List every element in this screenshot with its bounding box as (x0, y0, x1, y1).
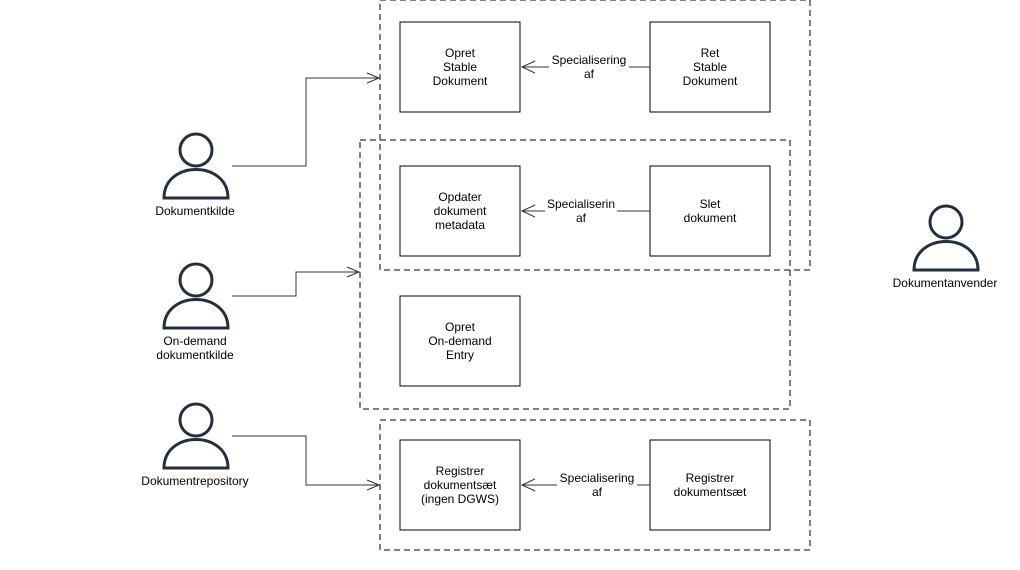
actor-repository-label: Dokumentrepository (141, 474, 249, 488)
specialization-label-top: Specialisering af (549, 53, 629, 81)
usecase-registrer-ingen-dgws-box[interactable] (399, 439, 521, 531)
usecase-registrer-dokumentsaet-box[interactable] (649, 439, 771, 531)
actor-dokumentkilde-icon (162, 132, 230, 200)
stable-document-group (379, 0, 811, 271)
usecase-slet-dokument-box[interactable] (649, 165, 771, 257)
usecase-registrer-dokumentsaet-label: Registrer dokumentsæt (673, 471, 747, 499)
usecase-opret-ondemand-box[interactable] (399, 295, 521, 387)
usecase-opret-stable-box[interactable] (399, 21, 521, 113)
usecase-opdater-metadata-box[interactable] (399, 165, 521, 257)
usecase-opret-stable-label: Opret Stable Dokument (432, 46, 488, 88)
actor-dokumentkilde-label: Dokumentkilde (155, 204, 235, 218)
association-ondemand (232, 266, 361, 297)
actor-ondemand-label: On-demand dokumentkilde (156, 334, 234, 362)
specialization-label-bottom: Specialisering af (557, 471, 637, 499)
actor-repository-icon (162, 402, 230, 470)
usecase-ret-stable-label: Ret Stable Dokument (682, 46, 738, 88)
association-repository (232, 435, 381, 491)
ondemand-document-group (359, 139, 791, 410)
actor-anvender-icon (912, 204, 980, 272)
actor-anvender-label: Dokumentanvender (892, 276, 998, 290)
specialization-label-middle: Specialiserin af (545, 197, 617, 225)
usecase-opret-ondemand-label: Opret On-demand Entry (428, 320, 492, 362)
actor-ondemand-icon (162, 262, 230, 330)
usecase-slet-dokument-label: Slet dokument (683, 197, 737, 225)
association-dokumentkilde (232, 72, 381, 167)
usecase-opdater-metadata-label: Opdater dokument metadata (433, 190, 487, 232)
usecase-registrer-ingen-dgws-label: Registrer dokumentsæt (ingen DGWS) (420, 464, 500, 506)
